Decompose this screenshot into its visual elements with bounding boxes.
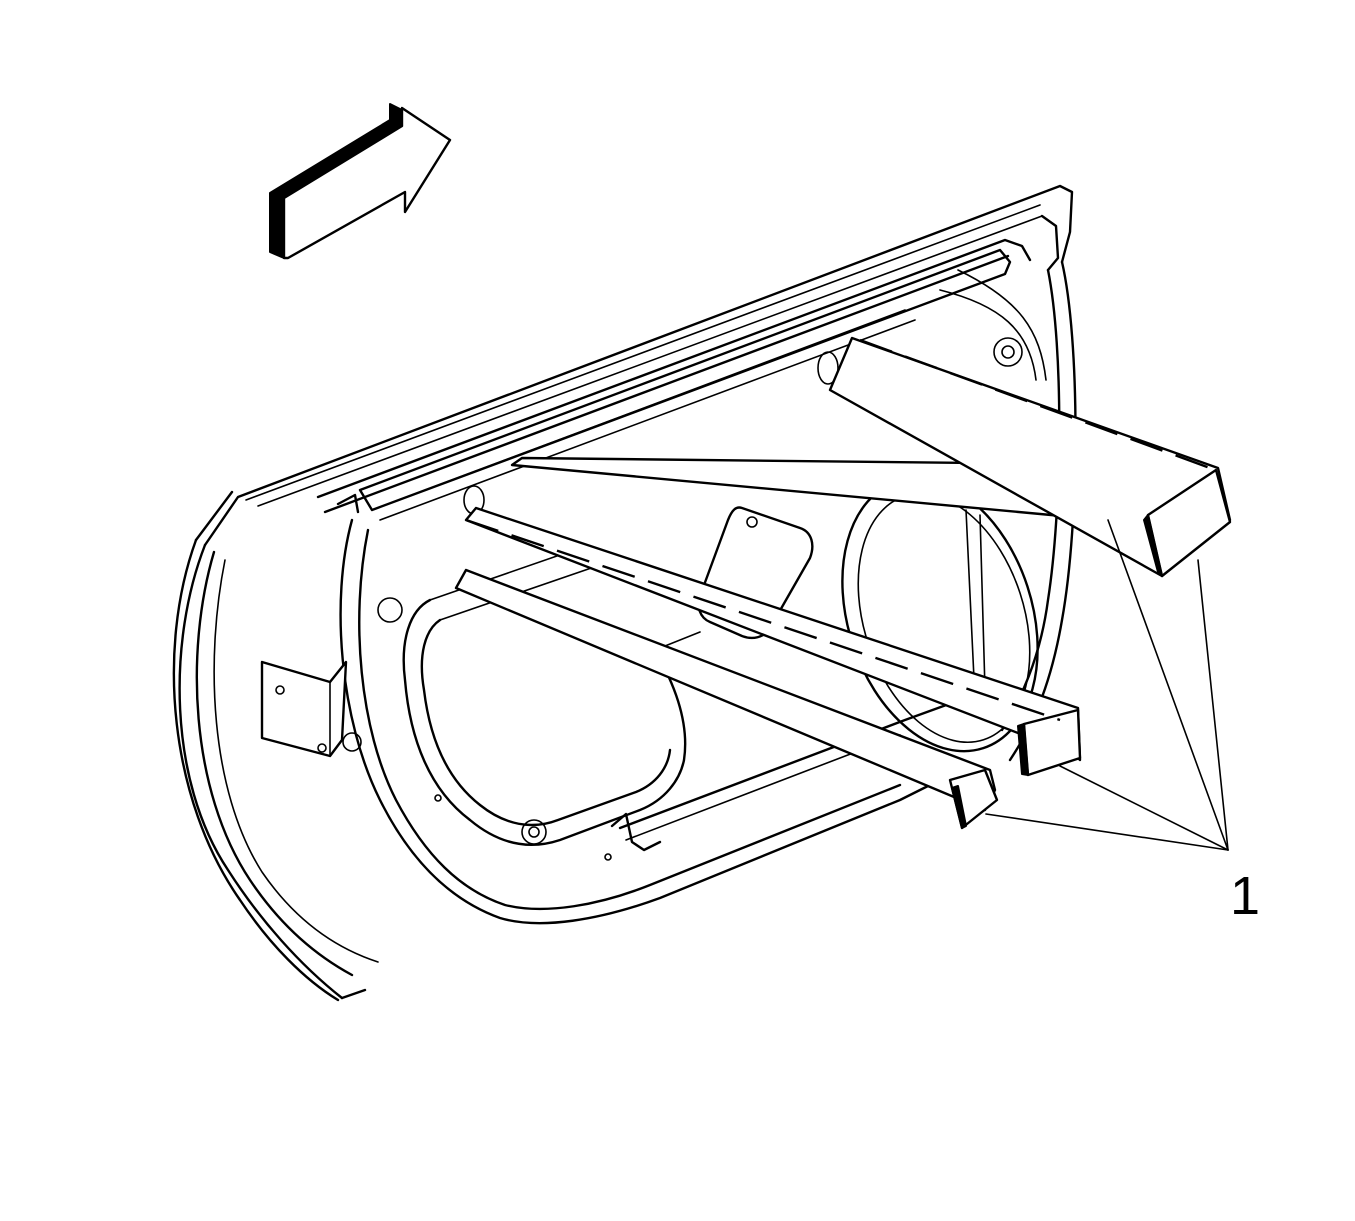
callout-label-1: 1 — [1230, 866, 1260, 926]
deadener-pad-lower — [454, 568, 999, 830]
belt-rail — [316, 238, 1032, 521]
direction-arrow-icon — [269, 103, 452, 260]
deadener-pad-upper — [828, 336, 1232, 578]
callout-leaders — [985, 519, 1229, 851]
hinge-bracket — [260, 660, 348, 758]
sound-deadener-pads — [454, 336, 1232, 830]
door-outer-shell — [172, 184, 1074, 1002]
